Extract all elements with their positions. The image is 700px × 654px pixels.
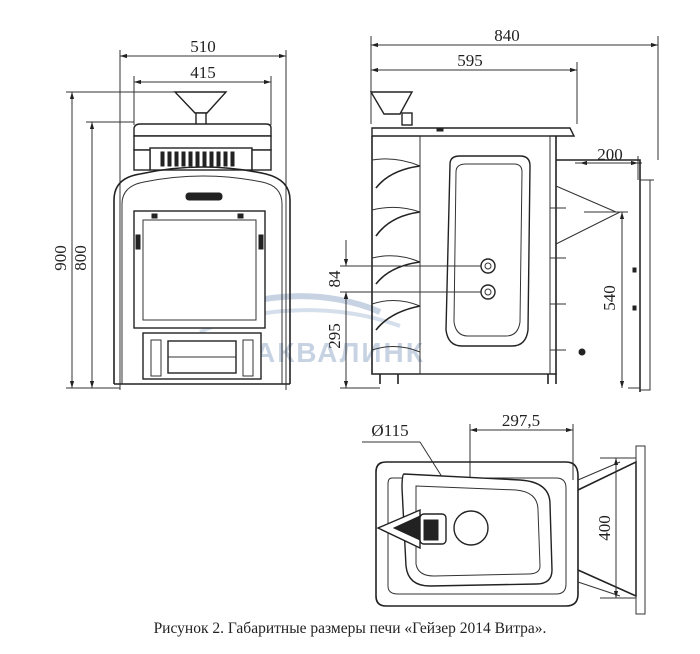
figure-caption: Рисунок 2. Габаритные размеры печи «Гейз… <box>153 620 547 637</box>
dim-label-295: 295 <box>325 323 344 349</box>
side-view: 840 595 200 <box>325 26 659 392</box>
dim-label-595: 595 <box>457 51 483 70</box>
front-view: 510 415 900 800 <box>51 37 291 390</box>
dim-label-800: 800 <box>71 245 90 271</box>
dim-label-400: 400 <box>595 515 614 541</box>
dim-label-540: 540 <box>600 285 619 311</box>
dim-label-200: 200 <box>597 145 623 164</box>
dim-label-84: 84 <box>325 270 344 288</box>
dim-label-297-5: 297,5 <box>502 411 540 430</box>
dim-label-415: 415 <box>190 63 216 82</box>
dim-label-900: 900 <box>51 245 70 271</box>
dim-label-510: 510 <box>190 37 216 56</box>
dim-label-d115: Ø115 <box>371 421 408 440</box>
top-view: 297,5 Ø115 400 <box>362 411 646 615</box>
watermark-text: АКВАЛИНК <box>255 337 425 368</box>
dim-label-840: 840 <box>494 26 520 45</box>
grill-slots <box>160 151 235 167</box>
